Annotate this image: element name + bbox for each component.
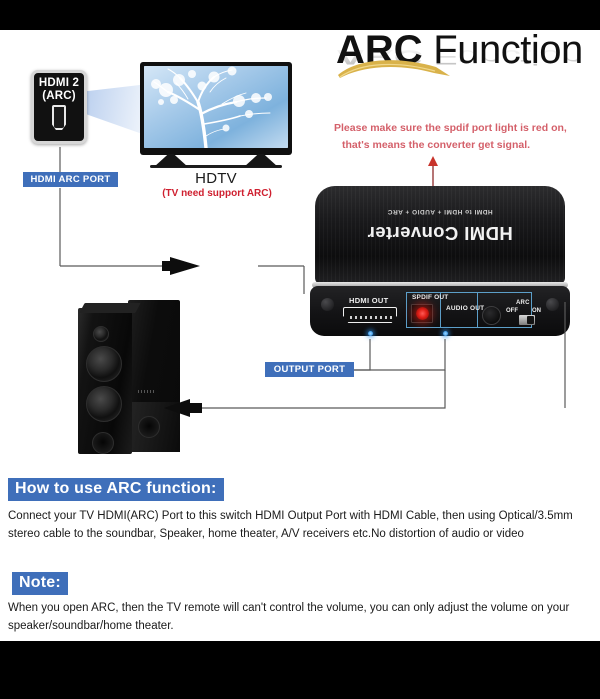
arrow-right-icon (170, 257, 200, 275)
arc-off-label: OFF (506, 308, 518, 314)
screw-right-icon (546, 298, 559, 311)
spdif-out-label: SPDIF OUT (412, 294, 449, 301)
arc-on-label: ON (532, 308, 541, 314)
bass-port-left-icon (92, 432, 114, 454)
hdmi-status-led-icon (368, 331, 373, 336)
tv-screen (144, 66, 288, 148)
woofer-driver-upper-icon (86, 346, 122, 382)
hdmi-out-port[interactable] (343, 307, 397, 323)
hdmi-out-label: HDMI OUT (349, 296, 389, 305)
device-subtitle: HDMI to HDMI + AUDIO + ARC (387, 208, 493, 215)
page-title: ARC Function ARC Function (336, 28, 594, 90)
note-body-text: When you open ARC, then the TV remote wi… (8, 602, 570, 632)
audio-group-highlight (440, 292, 532, 328)
top-black-bar (0, 0, 600, 30)
how-to-body-text: Connect your TV HDMI(ARC) Port to this s… (8, 510, 573, 540)
hdmi-beam-graphic (86, 84, 148, 136)
advisory-line-1: Please make sure the spdif port light is… (334, 122, 567, 134)
tv-base (150, 165, 282, 168)
note-section-header: Note: (12, 572, 68, 595)
speaker-left (78, 303, 141, 454)
hdmi-socket-icon (52, 105, 66, 130)
spdif-red-led-icon (415, 307, 429, 320)
hdmi-converter-device: HDMI to HDMI + AUDIO + ARC HDMI Converte… (310, 186, 570, 336)
arc-toggle-switch[interactable] (519, 315, 535, 325)
tv-frame (140, 62, 292, 155)
hdtv-image (140, 62, 292, 170)
speaker-top-panel (79, 303, 141, 313)
output-port-label: OUTPUT PORT (265, 362, 354, 377)
bottom-black-bar (0, 641, 600, 699)
tv-foot-left (154, 154, 188, 167)
hdtv-label: HDTV (195, 170, 237, 187)
spdif-status-led-icon (443, 331, 448, 336)
device-port-face: HDMI OUT SPDIF OUT AUDIO OUT ARC OFF ON (310, 286, 570, 336)
tv-wallpaper-tree (144, 66, 288, 148)
audio-out-port[interactable] (482, 306, 501, 325)
advisory-line-2: that's means the converter get signal. (342, 139, 531, 151)
hdmi-port-line1: HDMI 2 (38, 77, 80, 89)
title-text: ARC Function (336, 28, 594, 72)
tv-foot-right (244, 154, 278, 167)
hdmi-port-line2: (ARC) (42, 90, 76, 102)
title-function: Function (422, 28, 583, 72)
hdtv-sub-label: (TV need support ARC) (162, 188, 272, 199)
screw-left-icon (321, 298, 334, 311)
hdmi-arc-port-label: HDMI ARC PORT (23, 172, 118, 187)
spdif-advisory-text: Please make sure the spdif port light is… (334, 120, 584, 154)
device-top-shell: HDMI to HDMI + AUDIO + ARC HDMI Converte… (315, 186, 565, 284)
device-chrome-strip (312, 282, 568, 288)
how-to-section-header: How to use ARC function: (8, 478, 224, 501)
tv-hdmi-arc-port-panel: HDMI 2 (ARC) (31, 70, 87, 144)
speaker-brand-logo (138, 390, 154, 393)
spdif-out-port[interactable] (411, 304, 433, 323)
tweeter-driver-icon (93, 326, 109, 342)
speaker-pair-image (72, 296, 184, 454)
how-to-title: How to use ARC function: (8, 478, 224, 501)
title-arc: ARC (336, 28, 423, 72)
woofer-driver-lower-icon (86, 386, 122, 422)
note-title: Note: (12, 572, 68, 595)
device-brand: HDMI Converter (367, 223, 513, 244)
hdmi-pins-icon (350, 316, 392, 319)
audio-out-label: AUDIO OUT (446, 305, 485, 312)
bass-port-right-icon (138, 416, 160, 438)
arc-switch-label: ARC (516, 300, 530, 306)
